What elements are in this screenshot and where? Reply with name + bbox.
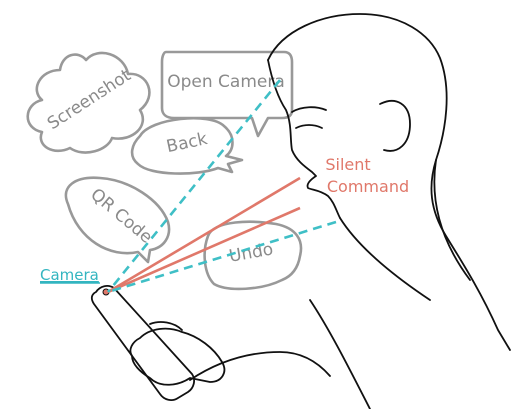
shoulder [309,299,371,409]
neck [339,217,431,301]
eyebrow [291,106,327,113]
ray-upper [107,176,301,294]
ray-to-open-camera [106,79,282,293]
qr-code-bubble: QR Code [64,176,171,264]
arm [189,351,331,381]
ray-to-undo [107,220,337,294]
back-bubble: Back [130,116,244,175]
face-profile [267,59,341,219]
open-camera-bubble: Open Camera [160,50,294,138]
silent-command-rays [107,176,301,294]
undo-bubble: Undo [203,220,303,291]
bubble-rays [106,79,337,294]
screenshot-bubble: Screenshot [26,51,151,154]
open-camera-bubble-label: Open Camera [167,72,285,92]
silent-command-label-line2: Command [327,177,409,196]
eye [295,124,323,129]
thumb [149,321,183,331]
head-outline [267,13,511,351]
back-of-neck [433,159,471,281]
ear [379,100,411,152]
camera-label[interactable]: Camera [40,266,99,284]
ray-lower [107,206,301,294]
silent-command-label-line1: Silent [325,155,370,174]
phone-body [90,285,195,401]
